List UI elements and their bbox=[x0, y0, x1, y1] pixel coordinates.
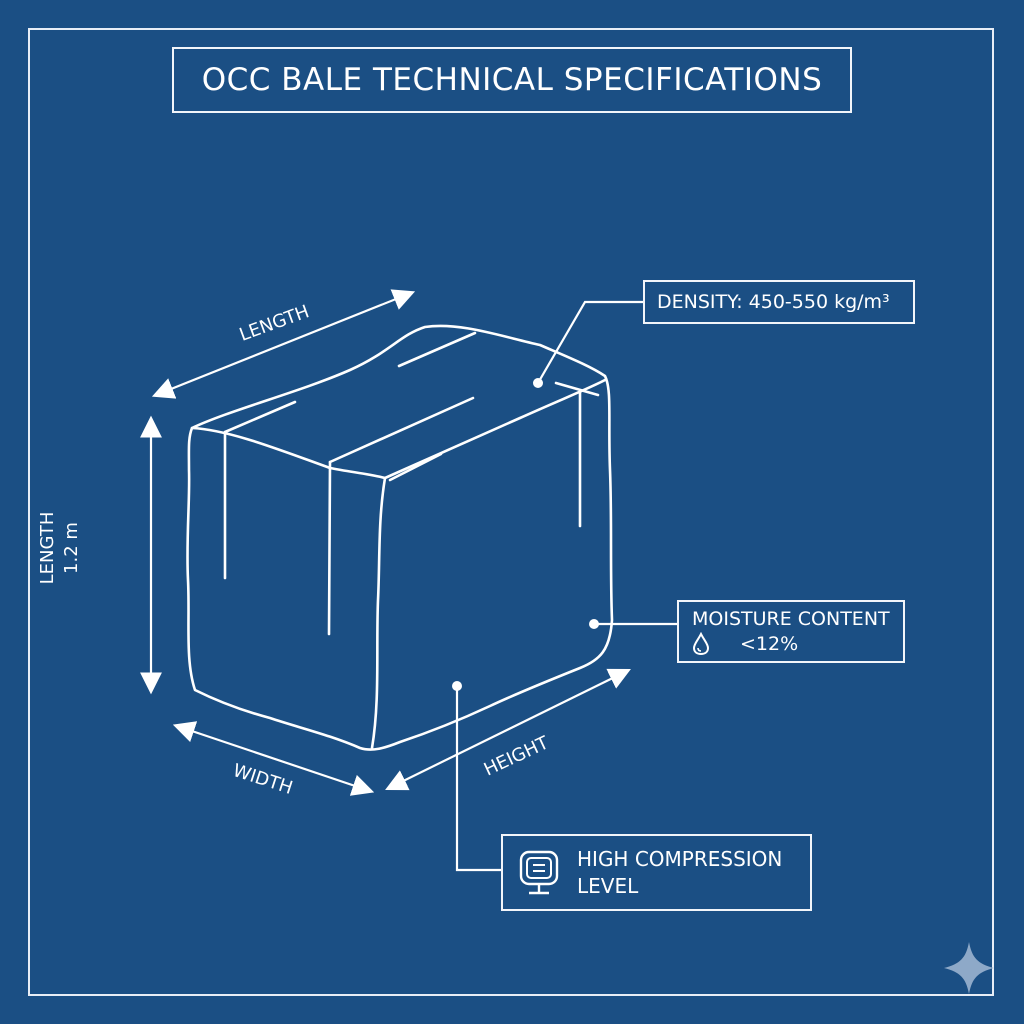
side-length-title: LENGTH bbox=[37, 511, 58, 585]
bale-front-vertical-edge bbox=[370, 476, 387, 750]
top-length-arrow bbox=[151, 289, 416, 399]
bale-top-front-edge bbox=[190, 426, 387, 480]
height-arrow bbox=[385, 668, 631, 791]
page-title-text: OCC BALE TECHNICAL SPECIFICATIONS bbox=[201, 62, 823, 98]
bale-band-5 bbox=[328, 396, 475, 464]
bale-band-6 bbox=[397, 331, 477, 368]
density-leader bbox=[537, 300, 643, 384]
bale-band-7 bbox=[388, 452, 443, 482]
moisture-callout: MOISTURE CONTENT <12% bbox=[677, 600, 905, 663]
bale-outline bbox=[186, 324, 614, 751]
sparkle-icon bbox=[944, 942, 994, 994]
compression-line-2: LEVEL bbox=[577, 873, 639, 898]
moisture-value: <12% bbox=[740, 633, 799, 655]
page-title: OCC BALE TECHNICAL SPECIFICATIONS bbox=[172, 47, 852, 113]
width-arrow bbox=[172, 721, 375, 796]
bale-top-right-edge bbox=[383, 378, 607, 480]
moisture-title: MOISTURE CONTENT bbox=[692, 608, 890, 630]
bale-band-4 bbox=[223, 400, 297, 434]
blueprint-frame bbox=[28, 28, 994, 996]
moisture-point bbox=[589, 619, 599, 629]
side-length-label: LENGTH 1.2 m bbox=[36, 512, 84, 585]
compression-line-1: HIGH COMPRESSION bbox=[577, 846, 783, 871]
pressure-gauge-icon bbox=[519, 850, 559, 894]
bale-band-2 bbox=[327, 460, 332, 636]
water-drop-icon bbox=[692, 632, 710, 656]
density-point bbox=[533, 378, 543, 388]
side-length-value: 1.2 m bbox=[61, 522, 82, 574]
density-callout: DENSITY: 450-550 kg/m³ bbox=[643, 280, 915, 324]
compression-point bbox=[452, 681, 462, 691]
compression-callout: HIGH COMPRESSION LEVEL bbox=[501, 834, 812, 911]
compression-leader bbox=[455, 686, 501, 872]
density-text: DENSITY: 450-550 kg/m³ bbox=[657, 291, 890, 313]
bale-band-8 bbox=[554, 381, 600, 397]
